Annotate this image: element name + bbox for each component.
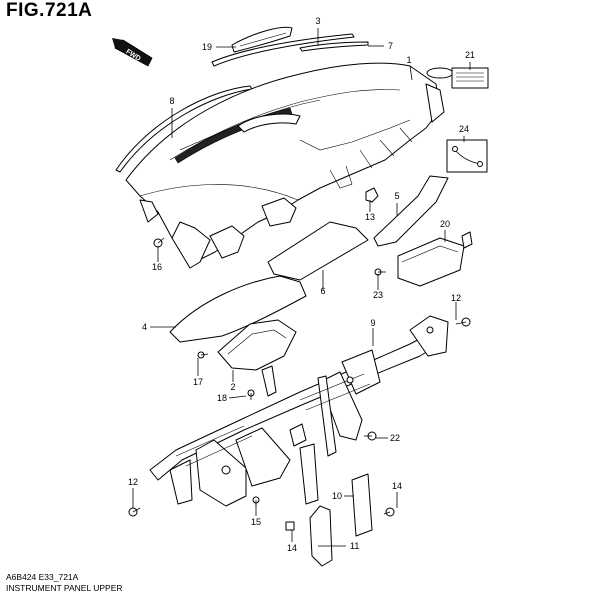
callout-1: 1	[406, 55, 411, 65]
callout-4: 4	[142, 322, 147, 332]
callout-17: 17	[193, 377, 203, 387]
callout-22: 22	[390, 433, 400, 443]
screw-17-icon	[197, 351, 209, 359]
callout-18: 18	[217, 393, 227, 403]
bolt-14-right-icon	[383, 507, 395, 517]
callout-2: 2	[230, 382, 235, 392]
part-2-bracket	[217, 319, 297, 371]
callout-8: 8	[169, 96, 174, 106]
leader-lines	[132, 28, 471, 547]
callout-21: 21	[465, 50, 475, 60]
bolt-16-icon	[153, 237, 165, 248]
part-11-bracket	[309, 505, 333, 567]
callout-24: 24	[459, 124, 469, 134]
part-7-molding	[299, 41, 369, 52]
bolt-12-right-icon	[455, 317, 471, 327]
figure-caption: INSTRUMENT PANEL UPPER	[6, 583, 123, 593]
callout-9: 9	[370, 318, 375, 328]
screw-15-icon	[252, 496, 260, 506]
forward-arrow-icon: FWD	[112, 38, 153, 67]
screw-23-icon	[374, 268, 386, 276]
callout-19: 19	[202, 42, 212, 52]
clip-14-bottom-icon	[285, 521, 295, 531]
part-24-clip	[446, 139, 488, 173]
callout-labels: 3 19 7 1 21 8 24 5 13 20 16 6 23 12 4 9 …	[128, 16, 475, 553]
part-10-bracket	[351, 473, 373, 537]
callout-11: 11	[350, 541, 359, 551]
part-20-airbag	[397, 231, 473, 287]
part-1-instrument-panel	[125, 62, 445, 269]
callout-6: 6	[320, 286, 325, 296]
callout-13: 13	[365, 212, 375, 222]
callout-7: 7	[388, 41, 393, 51]
part-21-label	[426, 67, 489, 89]
screw-18-icon	[247, 389, 255, 400]
bolt-12-left-icon	[128, 507, 141, 517]
part-19-grille	[231, 26, 293, 53]
callout-12-left: 12	[128, 477, 138, 487]
callout-23: 23	[373, 290, 383, 300]
callout-16: 16	[152, 262, 162, 272]
callout-5: 5	[394, 191, 399, 201]
part-4-lower-panel	[169, 275, 307, 343]
part-13-clip	[365, 187, 379, 203]
callout-10: 10	[332, 491, 342, 501]
callout-12-right: 12	[451, 293, 461, 303]
callout-20: 20	[440, 219, 450, 229]
part-5-panel	[373, 175, 449, 247]
callout-15: 15	[251, 517, 261, 527]
part-9-steering-member	[149, 315, 449, 507]
bolt-22-icon	[364, 431, 377, 441]
part-3-molding	[211, 33, 355, 67]
callout-14-bottom: 14	[287, 543, 297, 553]
callout-3: 3	[315, 16, 320, 26]
figure-code: A6B424 E33_721A	[6, 572, 79, 582]
callout-14-right: 14	[392, 481, 402, 491]
figure-title: FIG.721A	[6, 0, 93, 21]
part-6-panel	[267, 221, 369, 281]
